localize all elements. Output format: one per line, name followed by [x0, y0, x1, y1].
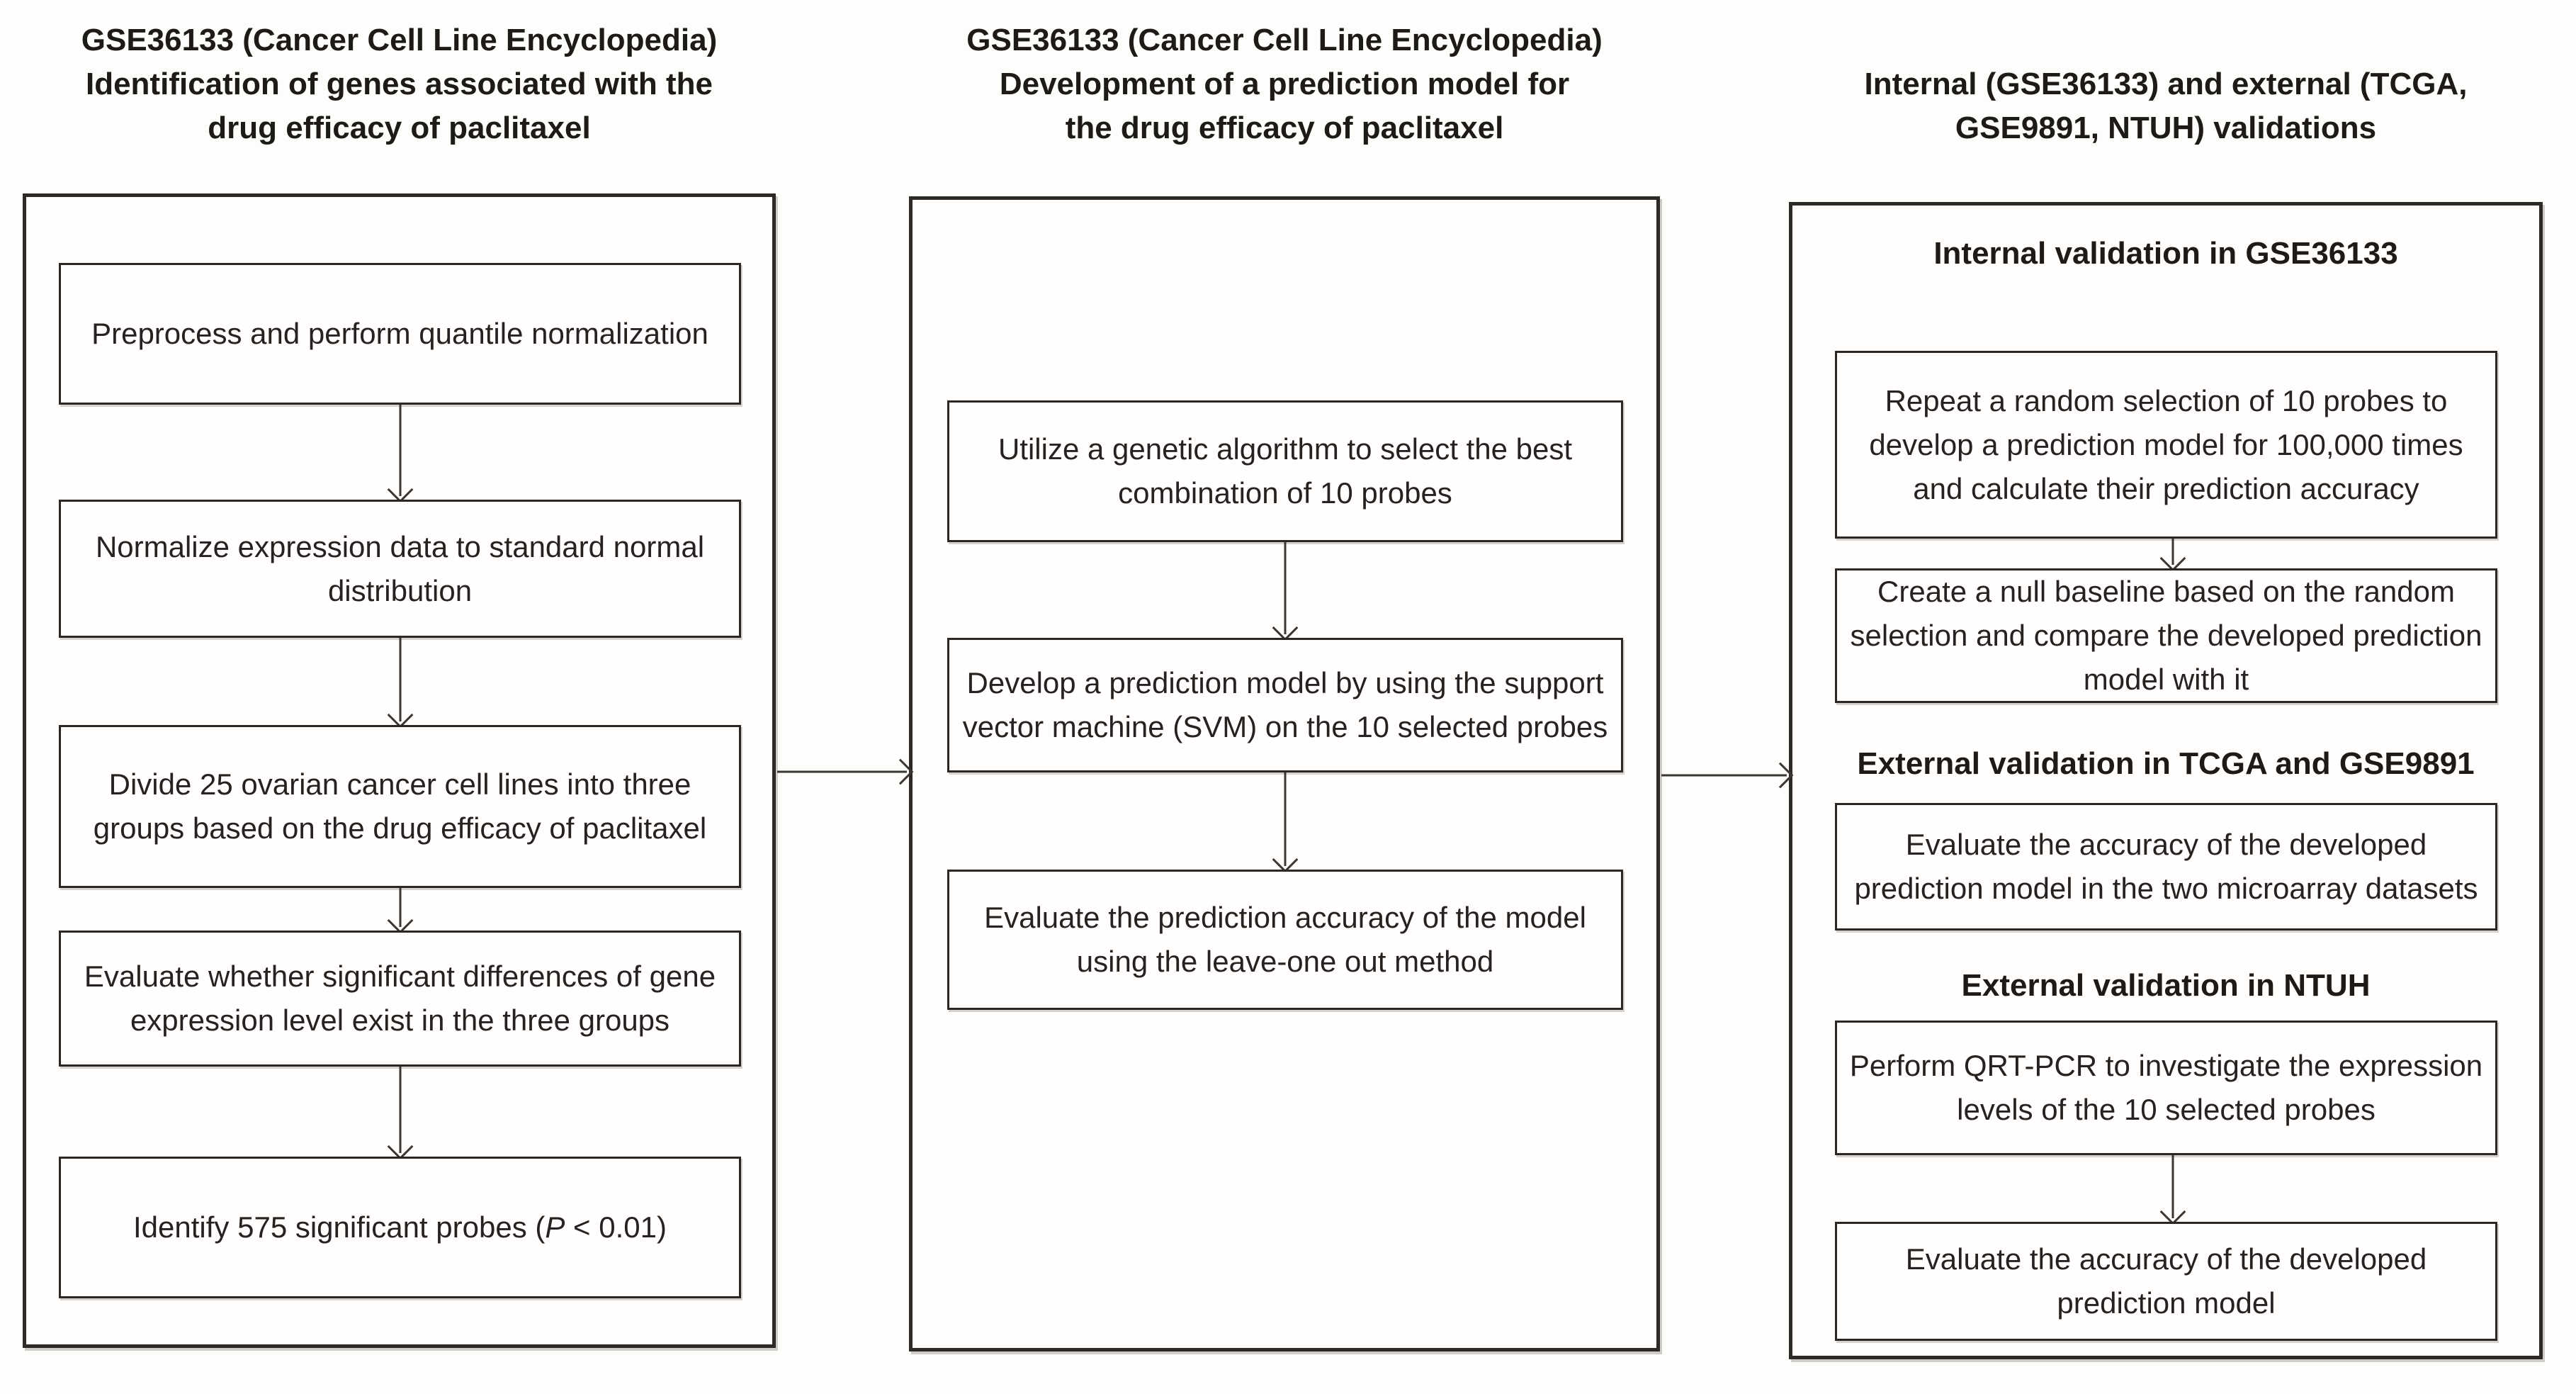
flow-box-label: Preprocess and perform quantile normaliz… [91, 317, 708, 350]
title-line: the drug efficacy of paclitaxel [1065, 111, 1504, 145]
flow-box-label: Utilize a genetic algorithm to select th… [998, 432, 1573, 510]
title-line: Identification of genes associated with … [85, 67, 713, 101]
flow-box-svm-model: Develop a prediction model by using the … [947, 638, 1623, 772]
section-heading-external-ntuh: External validation in NTUH [1961, 968, 2371, 1003]
flow-box-random-selection: Repeat a random selection of 10 probes t… [1835, 351, 2497, 539]
section-heading-internal-validation: Internal validation in GSE36133 [1933, 236, 2398, 271]
column-title-validations: Internal (GSE36133) and external (TCGA, … [1789, 62, 2543, 150]
title-line: Development of a prediction model for [999, 67, 1570, 101]
title-line: GSE36133 (Cancer Cell Line Encyclopedia) [966, 23, 1603, 57]
flow-box-label: Normalize expression data to standard no… [95, 529, 705, 607]
flow-box-label: Evaluate the prediction accuracy of the … [984, 901, 1586, 978]
flow-box-label: Create a null baseline based on the rand… [1850, 575, 2482, 696]
flow-box-final-evaluation: Evaluate the accuracy of the developed p… [1835, 1222, 2497, 1341]
arrow-down-icon [384, 405, 417, 503]
flow-box-label: Evaluate the accuracy of the developed p… [1905, 1242, 2427, 1320]
flow-box-normalize: Normalize expression data to standard no… [59, 500, 741, 638]
flow-box-label: Perform QRT-PCR to investigate the expre… [1849, 1049, 2483, 1126]
arrow-down-icon [1269, 772, 1301, 873]
title-line: GSE36133 (Cancer Cell Line Encyclopedia) [81, 23, 718, 57]
arrow-down-icon [384, 1067, 417, 1160]
flow-box-label: Develop a prediction model by using the … [962, 666, 1608, 743]
panel-validations: Internal validation in GSE36133 Repeat a… [1789, 202, 2543, 1359]
arrow-down-icon [1269, 542, 1301, 641]
title-line: drug efficacy of paclitaxel [208, 111, 591, 145]
panel-gene-identification: Preprocess and perform quantile normaliz… [23, 193, 776, 1348]
arrow-right-icon [1661, 759, 1794, 792]
arrow-down-icon [2157, 539, 2189, 572]
flow-box-identify-probes: Identify 575 significant probes (P < 0.0… [59, 1157, 741, 1298]
flow-box-null-baseline: Create a null baseline based on the rand… [1835, 568, 2497, 703]
flow-box-label: Identify 575 significant probes (P < 0.0… [133, 1210, 667, 1244]
flow-box-divide-groups: Divide 25 ovarian cancer cell lines into… [59, 725, 741, 888]
arrow-right-icon [777, 755, 914, 788]
arrow-down-icon [384, 888, 417, 934]
flow-box-label: Repeat a random selection of 10 probes t… [1869, 383, 2463, 505]
panel-model-development: Utilize a genetic algorithm to select th… [909, 196, 1660, 1351]
column-title-model-development: GSE36133 (Cancer Cell Line Encyclopedia)… [909, 18, 1660, 150]
flow-box-preprocess: Preprocess and perform quantile normaliz… [59, 263, 741, 405]
arrow-down-icon [384, 638, 417, 729]
arrow-down-icon [2157, 1155, 2189, 1225]
flow-box-label: Divide 25 ovarian cancer cell lines into… [93, 768, 707, 845]
column-title-gene-identification: GSE36133 (Cancer Cell Line Encyclopedia)… [23, 18, 776, 150]
flow-box-label: Evaluate whether significant differences… [84, 960, 716, 1037]
flow-box-microarray-evaluation: Evaluate the accuracy of the developed p… [1835, 803, 2497, 931]
flow-box-evaluate-differences: Evaluate whether significant differences… [59, 931, 741, 1067]
flow-box-genetic-algorithm: Utilize a genetic algorithm to select th… [947, 400, 1623, 542]
section-heading-external-tcga-gse9891: External validation in TCGA and GSE9891 [1857, 746, 2475, 781]
title-line: GSE9891, NTUH) validations [1955, 111, 2377, 145]
flow-box-qrt-pcr: Perform QRT-PCR to investigate the expre… [1835, 1021, 2497, 1155]
flow-box-leave-one-out: Evaluate the prediction accuracy of the … [947, 870, 1623, 1010]
flow-box-label: Evaluate the accuracy of the developed p… [1854, 828, 2478, 905]
title-line: Internal (GSE36133) and external (TCGA, [1864, 67, 2468, 101]
